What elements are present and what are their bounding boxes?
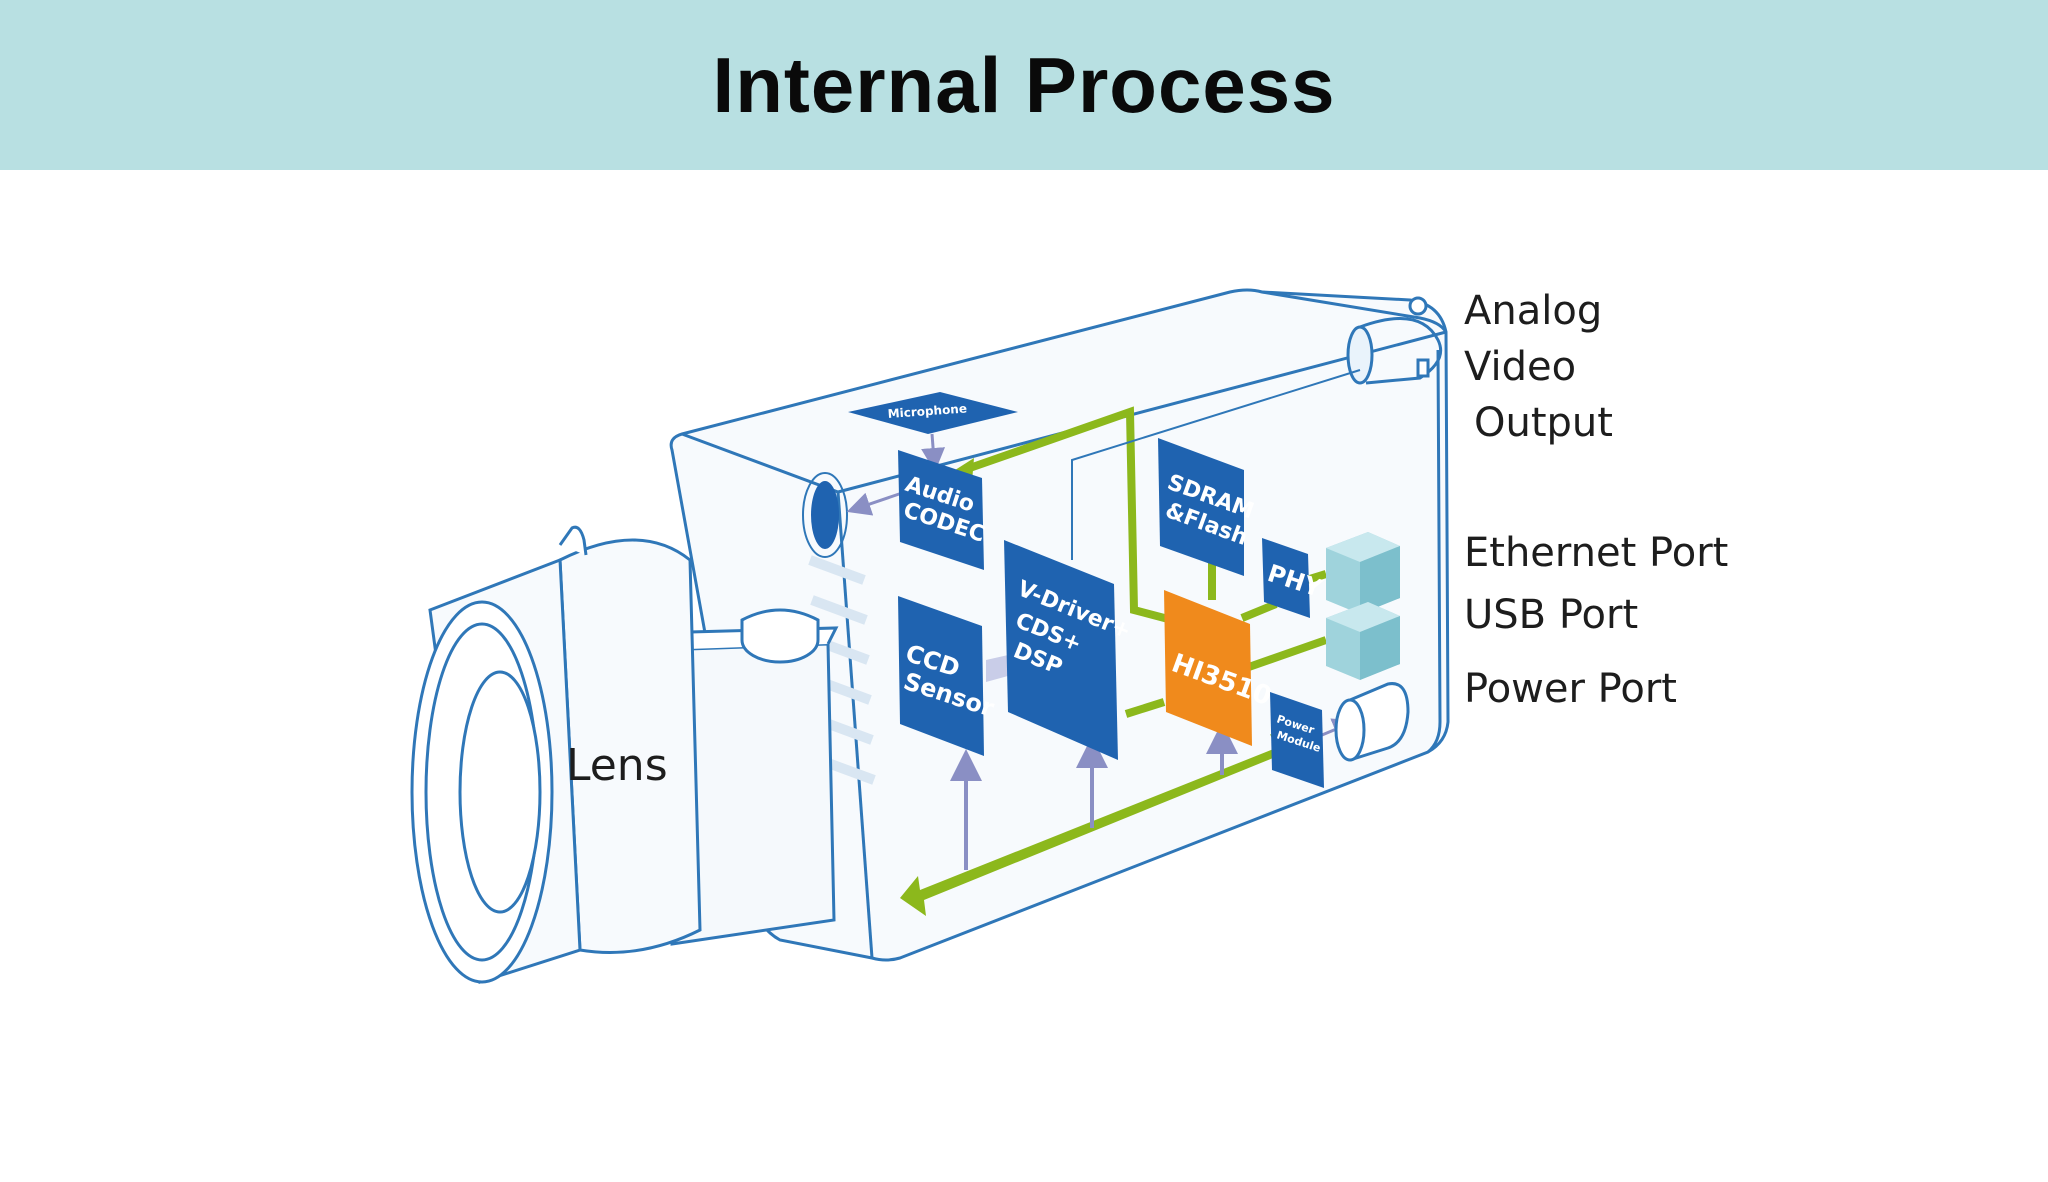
microphone-chip: Microphone (848, 392, 1018, 434)
power-port (1334, 682, 1410, 762)
power-port-label: Power Port (1464, 666, 1677, 712)
page-title: Internal Process (712, 40, 1336, 129)
ccd-sensor-chip: CCD Sensor (898, 596, 998, 756)
analog-video-label-3: Output (1474, 400, 1613, 446)
power-module-chip: Power Module (1270, 692, 1324, 788)
title-bar: Internal Process (0, 0, 2048, 170)
analog-video-label-1: Analog (1464, 288, 1602, 334)
usb-port (1326, 602, 1400, 680)
audio-codec-chip: Audio CODEC (898, 450, 988, 570)
lens-label: Lens (566, 740, 668, 791)
port-labels: Analog Video Output Ethernet Port USB Po… (1464, 288, 1728, 712)
ethernet-port-label: Ethernet Port (1464, 530, 1728, 576)
svg-text:Microphone: Microphone (887, 401, 967, 421)
camera-diagram: Lens Microphone (0, 170, 2048, 1182)
analog-connector (1346, 296, 1443, 385)
usb-port-label: USB Port (1464, 592, 1638, 638)
vdriver-dsp-chip: V-Driver+ CDS+ DSP (1004, 540, 1134, 760)
analog-video-label-2: Video (1464, 344, 1576, 390)
ethernet-port (1326, 532, 1400, 614)
sdram-flash-chip: SDRAM &Flash (1158, 438, 1257, 576)
lens-assembly (410, 525, 839, 984)
system-bus (900, 722, 1288, 916)
